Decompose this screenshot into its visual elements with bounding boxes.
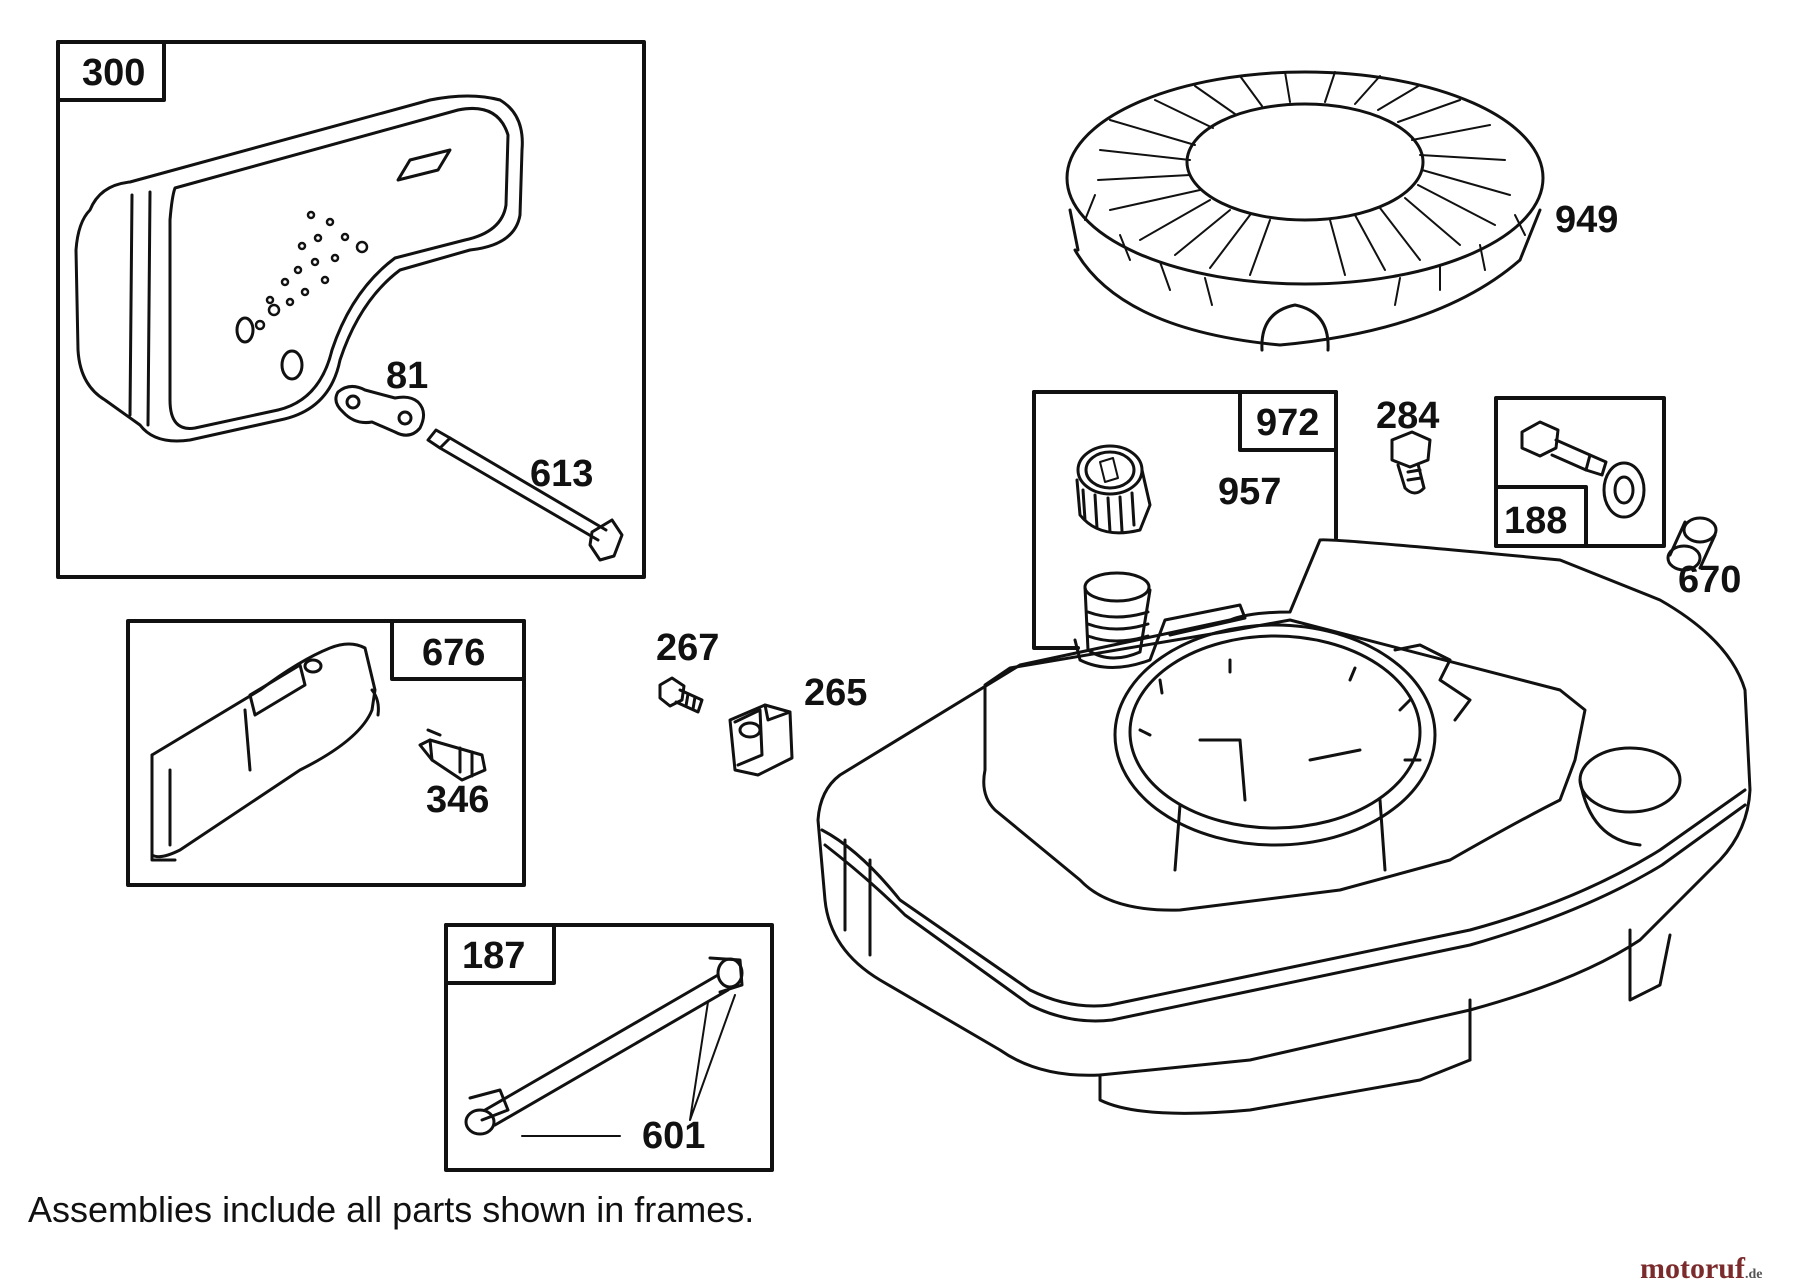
frame-188 <box>1494 396 1666 548</box>
bolt-284-illustration <box>1390 430 1432 495</box>
part-label-81: 81 <box>386 355 428 397</box>
spacer-670-illustration <box>1666 516 1718 572</box>
frame-187 <box>444 923 774 1172</box>
cover-676-illustration <box>150 642 380 862</box>
assemblies-note: Assemblies include all parts shown in fr… <box>28 1189 755 1230</box>
frame-972 <box>1032 390 1338 650</box>
fan-shroud-949-illustration <box>1065 70 1545 352</box>
part-label-346: 346 <box>426 779 489 821</box>
frame-676 <box>126 619 526 887</box>
bolt-267-illustration <box>658 676 704 714</box>
part-label-949: 949 <box>1555 199 1618 241</box>
screw-washer-188-illustration <box>1520 420 1646 519</box>
frame-label-188: 188 <box>1504 500 1567 542</box>
frame-label-676: 676 <box>422 632 485 674</box>
fuel-line-601-illustration <box>464 956 744 1137</box>
frame-300 <box>56 40 646 579</box>
part-label-265: 265 <box>804 672 867 714</box>
part-label-613: 613 <box>530 453 593 495</box>
brand-name: motoruf <box>1640 1252 1745 1285</box>
fuel-tank-illustration <box>816 538 1752 1115</box>
bolt-346-illustration <box>418 728 487 782</box>
part-label-267: 267 <box>656 627 719 669</box>
frame-label-187: 187 <box>462 935 525 977</box>
brand-watermark: motoruf.de <box>1640 1252 1762 1286</box>
clip-265-illustration <box>728 703 794 777</box>
brand-suffix: .de <box>1744 1267 1763 1282</box>
part-label-601: 601 <box>642 1115 705 1157</box>
fuel-cap-957-illustration <box>1075 444 1152 535</box>
bracket-81-illustration <box>334 385 425 437</box>
part-label-957: 957 <box>1218 471 1281 513</box>
part-label-670: 670 <box>1678 559 1741 601</box>
frame-label-300: 300 <box>82 52 145 94</box>
muffler-guard-illustration <box>74 94 524 443</box>
frame-label-972: 972 <box>1256 402 1319 444</box>
rod-613-illustration <box>426 428 624 562</box>
part-label-284: 284 <box>1376 395 1439 437</box>
